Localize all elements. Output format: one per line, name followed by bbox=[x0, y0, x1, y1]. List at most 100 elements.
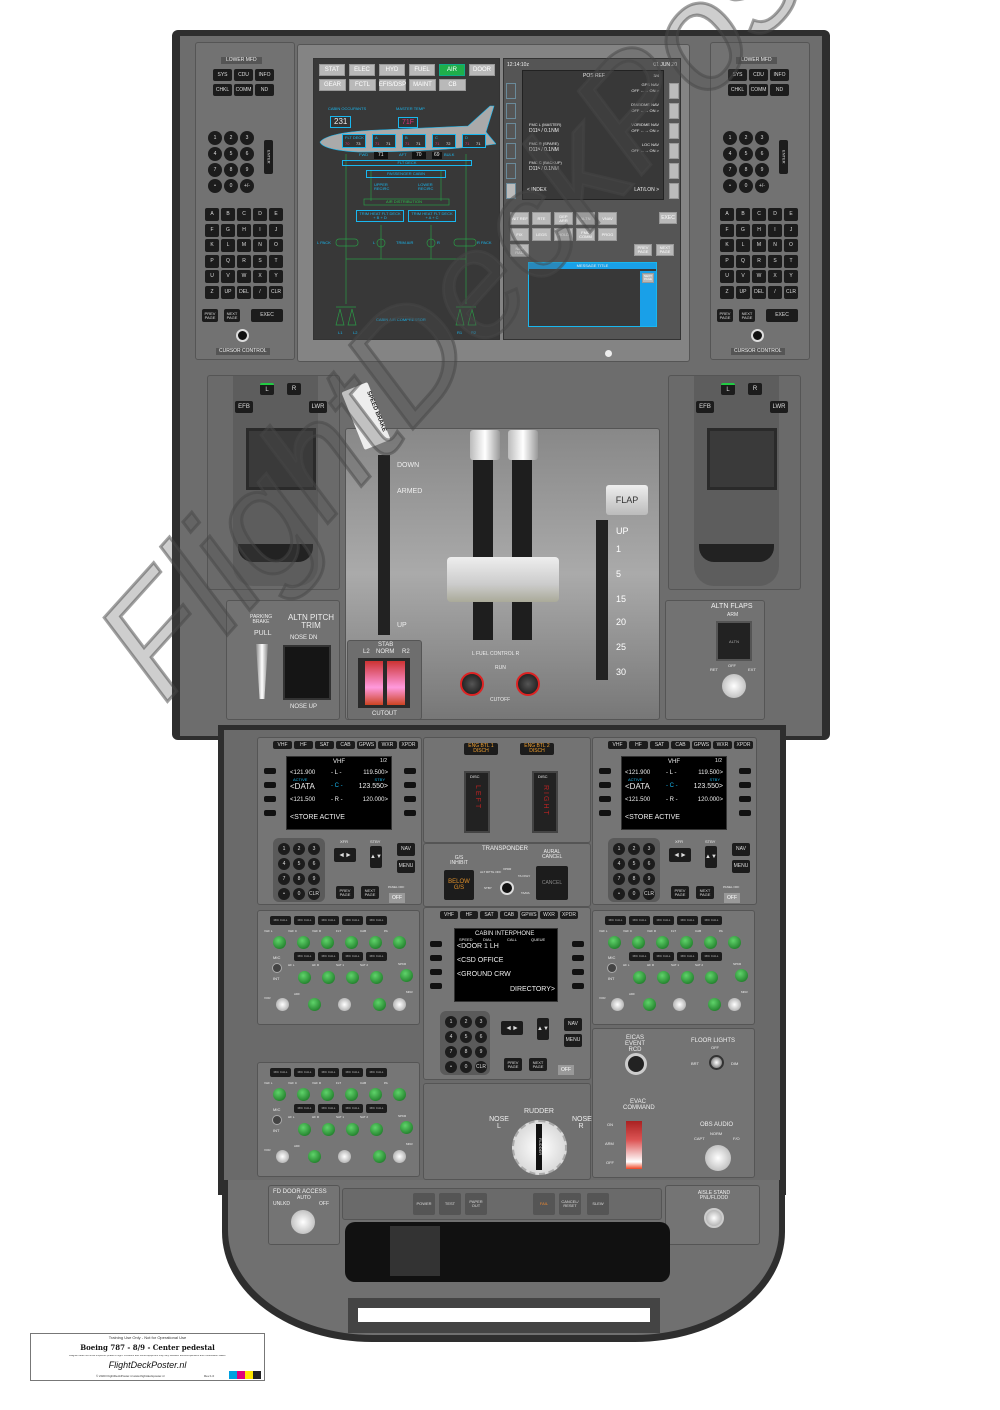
right-touchpad[interactable] bbox=[707, 428, 777, 490]
interphone-item-csd-office[interactable]: <CSD OFFICE bbox=[457, 957, 504, 964]
printer-test-button[interactable]: TEST bbox=[439, 1193, 461, 1215]
eicas-tab-stat[interactable]: STAT bbox=[319, 64, 345, 76]
right-radio-left-3[interactable]: <121.500 bbox=[625, 797, 651, 803]
left-alpha-key-h[interactable]: H bbox=[237, 223, 251, 237]
exec-button[interactable]: EXEC bbox=[659, 212, 677, 224]
left-radio-lsk-l2[interactable] bbox=[264, 782, 276, 788]
left-radio-left-3[interactable]: <121.500 bbox=[290, 797, 316, 803]
right-stby-rocker[interactable]: ▲▼ bbox=[705, 846, 717, 868]
evac-command-switch[interactable] bbox=[626, 1121, 642, 1169]
left-audio-knob-vhf-r[interactable] bbox=[321, 936, 334, 949]
left-nav-audio-selector-3[interactable] bbox=[393, 998, 406, 1011]
right-audio-knob-sat-1[interactable] bbox=[681, 971, 694, 984]
left-alpha-key-q[interactable]: Q bbox=[221, 254, 235, 268]
altn-flaps-selector[interactable] bbox=[722, 674, 746, 698]
left-alpha-key-f[interactable]: F bbox=[205, 223, 219, 237]
right-exec-key[interactable]: EXEC bbox=[766, 309, 798, 322]
right-radio-lsk-l3[interactable] bbox=[599, 796, 611, 802]
right-alpha-key-n[interactable]: N bbox=[768, 239, 782, 252]
left-radio-num-6[interactable]: 6 bbox=[308, 858, 320, 870]
below-gs-button[interactable]: BELOW G/S bbox=[444, 870, 474, 900]
next-page-button[interactable]: NEXT PAGE bbox=[656, 244, 674, 256]
interphone-tab-wxr[interactable]: WXR bbox=[540, 911, 558, 919]
right-radio-lsk-l4[interactable] bbox=[599, 810, 611, 816]
cdu-key-dep-arr[interactable]: DEP ARR bbox=[554, 212, 573, 225]
left-alpha-key-z[interactable]: Z bbox=[205, 285, 219, 299]
eicas-event-rcd-button[interactable] bbox=[625, 1053, 647, 1075]
left-radio-tab-xpdr[interactable]: XPDR bbox=[399, 741, 418, 749]
left-radio-tab-sat[interactable]: SAT bbox=[315, 741, 334, 749]
right-radio-tab-xpdr[interactable]: XPDR bbox=[734, 741, 753, 749]
lower-left-mic-call-b3[interactable]: MIC CALL bbox=[342, 1104, 363, 1113]
right-alpha-key-o[interactable]: O bbox=[784, 239, 798, 252]
left-nav-button[interactable]: NAV bbox=[397, 843, 415, 856]
interphone-item-ground-crw[interactable]: <GROUND CRW bbox=[457, 971, 511, 978]
left-alpha-key-v[interactable]: V bbox=[221, 270, 235, 283]
right-radio-num-7[interactable]: 7 bbox=[613, 873, 625, 885]
right-radio-right-2[interactable]: 123.550> bbox=[693, 783, 723, 790]
interphone-num-8[interactable]: 8 bbox=[460, 1046, 472, 1058]
cdu-key-altn[interactable]: ALTN bbox=[576, 212, 595, 225]
interphone-num-7[interactable]: 7 bbox=[445, 1046, 457, 1058]
right-radio-lsk-r4[interactable] bbox=[739, 810, 751, 816]
right-nav-audio-knob-1[interactable] bbox=[643, 998, 656, 1011]
left-mic-call-4[interactable]: MIC CALL bbox=[342, 916, 363, 925]
right-xfr-button[interactable]: ◄► bbox=[669, 848, 691, 862]
interphone-panel-off[interactable]: OFF bbox=[558, 1065, 574, 1075]
left-num-key-5[interactable]: 5 bbox=[224, 147, 238, 161]
left-radio-next-page[interactable]: NEXT PAGE bbox=[361, 886, 379, 899]
left-alpha-key-d[interactable]: D bbox=[253, 208, 267, 221]
eicas-tab-hyd[interactable]: HYD bbox=[379, 64, 405, 76]
flap-lever[interactable]: FLAP bbox=[606, 485, 648, 515]
latlon-prompt[interactable]: LAT/LON > bbox=[634, 187, 659, 193]
right-num-key-1[interactable]: 1 bbox=[723, 131, 737, 145]
left-cursor-control-knob[interactable] bbox=[236, 329, 249, 342]
right-mic-call-3[interactable]: MIC CALL bbox=[653, 916, 674, 925]
left-mic-call-2[interactable]: MIC CALL bbox=[294, 916, 315, 925]
right-num-key-3[interactable]: 3 bbox=[755, 131, 769, 145]
right-lwr-key[interactable]: LWR bbox=[770, 401, 788, 413]
left-alpha-key-del[interactable]: DEL bbox=[237, 285, 251, 299]
left-num-key-7[interactable]: 7 bbox=[208, 163, 222, 177]
right-num-key-9[interactable]: 9 bbox=[755, 163, 769, 177]
cdu-right-value-vor-dme-nav[interactable]: OFF ←→ ON > bbox=[631, 128, 659, 133]
right-spkr-knob[interactable] bbox=[735, 969, 748, 982]
left-num-key-4[interactable]: 4 bbox=[208, 147, 222, 161]
interphone-lsk-r2[interactable] bbox=[572, 955, 584, 961]
right-alpha-key-i[interactable]: I bbox=[768, 223, 782, 237]
left-alpha-key-e[interactable]: E bbox=[269, 208, 283, 221]
printer-fail-button[interactable]: FAIL bbox=[533, 1193, 555, 1215]
left-alpha-key-g[interactable]: G bbox=[221, 223, 235, 237]
left-audio-knob-hf-l[interactable] bbox=[298, 971, 311, 984]
right-radio-left-2[interactable]: <DATA bbox=[625, 782, 650, 791]
lower-left-audio-knob-vhf-c[interactable] bbox=[297, 1088, 310, 1101]
right-mfd-key-info[interactable]: INFO bbox=[770, 69, 789, 81]
eicas-tab-fuel[interactable]: FUEL bbox=[409, 64, 435, 76]
interphone-tab-sat[interactable]: SAT bbox=[480, 911, 498, 919]
left-radio-num-2[interactable]: 2 bbox=[293, 843, 305, 855]
right-menu-button[interactable]: MENU bbox=[732, 860, 750, 873]
left-radio-tab-gpws[interactable]: GPWS bbox=[357, 741, 376, 749]
left-audio-knob-hf-r[interactable] bbox=[322, 971, 335, 984]
altn-pitch-trim-switch[interactable] bbox=[283, 645, 331, 700]
interphone-num-10[interactable]: • bbox=[445, 1061, 457, 1073]
interphone-num-4[interactable]: 4 bbox=[445, 1031, 457, 1043]
left-radio-tab-wxr[interactable]: WXR bbox=[378, 741, 397, 749]
right-radio-right-3[interactable]: 120.000> bbox=[697, 797, 723, 803]
message-next-page[interactable]: NEXT PAGE bbox=[642, 273, 654, 283]
right-mic-call-b1[interactable]: MIC CALL bbox=[629, 952, 650, 961]
lower-left-mic-call-5[interactable]: MIC CALL bbox=[366, 1068, 387, 1077]
right-alpha-key-f[interactable]: F bbox=[720, 223, 734, 237]
right-num-key-12[interactable]: +/- bbox=[755, 179, 769, 193]
right-mfd-key-comm[interactable]: COMM bbox=[749, 84, 768, 96]
cdu-lsk-right-6[interactable] bbox=[669, 183, 679, 199]
left-alpha-key-u[interactable]: U bbox=[205, 270, 219, 283]
lower-left-audio-knob-hf-l[interactable] bbox=[298, 1123, 311, 1136]
left-alpha-key-s[interactable]: S bbox=[253, 254, 267, 268]
left-alpha-key-j[interactable]: J bbox=[269, 223, 283, 237]
interphone-menu-button[interactable]: MENU bbox=[564, 1034, 582, 1047]
eicas-tab-gear[interactable]: GEAR bbox=[319, 79, 346, 91]
interphone-directory[interactable]: DIRECTORY> bbox=[509, 986, 555, 993]
lower-left-nav-audio-selector-2[interactable] bbox=[338, 1150, 351, 1163]
left-alpha-key-m[interactable]: M bbox=[237, 239, 251, 252]
